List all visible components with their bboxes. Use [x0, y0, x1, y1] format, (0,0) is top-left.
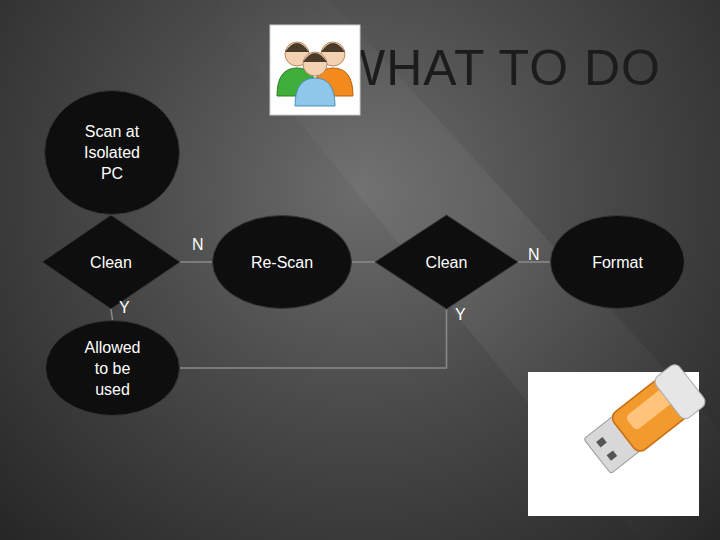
- person-hair: [303, 53, 327, 62]
- slide-title: WHAT TO DO: [338, 40, 661, 96]
- node-text-box: Clean: [42, 215, 180, 309]
- person-hair: [321, 43, 345, 52]
- node-label: Format: [592, 252, 643, 273]
- node-text-box: Clean: [375, 215, 518, 309]
- branch-label: Y: [455, 306, 466, 324]
- ellipse-shape: [213, 216, 352, 309]
- process-ellipse: Re-Scan: [212, 215, 352, 309]
- process-ellipse: Scan at Isolated PC: [44, 90, 180, 215]
- node-text-box: Re-Scan: [212, 215, 352, 309]
- branch-label: Y: [119, 299, 130, 317]
- node-label: Re-Scan: [251, 252, 313, 273]
- usb-cap: [652, 362, 708, 421]
- branch-label: N: [192, 236, 204, 254]
- process-ellipse: Format: [550, 215, 685, 309]
- connector-line: [111, 309, 113, 320]
- node-label: Scan at Isolated PC: [76, 121, 148, 184]
- node-text-box: Format: [550, 215, 685, 309]
- person-body: [295, 78, 335, 106]
- branch-label: N: [528, 246, 540, 264]
- process-ellipse: Allowed to be used: [45, 320, 180, 416]
- people-icon: [269, 24, 361, 116]
- ellipse-shape: [551, 216, 685, 309]
- node-label: Clean: [90, 252, 132, 273]
- background-streak: [200, 0, 720, 540]
- diamond-shape: [42, 215, 180, 309]
- node-text-box: Scan at Isolated PC: [44, 90, 180, 215]
- node-label: Clean: [426, 252, 468, 273]
- decision-diamond: Clean: [375, 215, 518, 309]
- usb-pin: [607, 450, 618, 460]
- person-hair: [285, 43, 309, 52]
- connector-line: [180, 261, 212, 263]
- ellipse-shape: [46, 321, 180, 416]
- diamond-shape: [375, 215, 518, 309]
- connector-line: [180, 309, 447, 368]
- connector-line: [352, 261, 375, 263]
- usb-pin: [596, 437, 607, 447]
- decision-diamond: Clean: [42, 215, 180, 309]
- ellipse-shape: [45, 91, 180, 215]
- person-head: [303, 52, 327, 76]
- icon-frame: [270, 25, 360, 115]
- usb-drive-illustration: [528, 362, 708, 516]
- node-text-box: Allowed to be used: [45, 320, 180, 416]
- node-label: Allowed to be used: [78, 337, 148, 400]
